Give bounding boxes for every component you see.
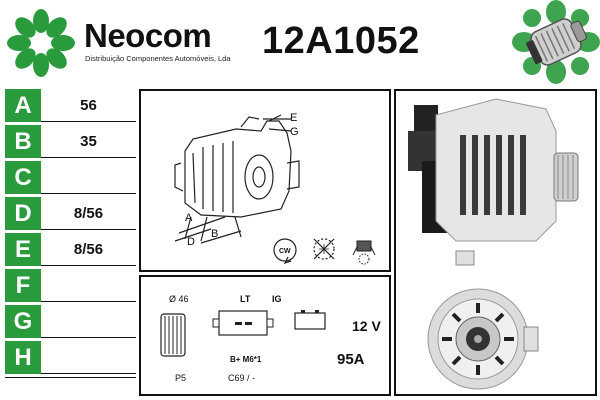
dim-letter: D	[5, 197, 41, 230]
diagram-label-b: B	[211, 228, 218, 240]
brand-name: Neocom	[84, 17, 212, 54]
cw-rotation-icon: CW	[273, 238, 297, 265]
fan-cross-icon	[313, 238, 335, 260]
pulley-icon	[160, 313, 186, 357]
dim-value	[41, 269, 136, 302]
dim-value	[41, 305, 136, 338]
pulley-type: P5	[175, 373, 187, 383]
alternator-line-drawing: A B D E G CW	[174, 112, 376, 265]
connector-left-label: LT	[240, 294, 251, 304]
dim-row-f: F	[5, 269, 136, 302]
code: C69 / -	[228, 373, 256, 383]
dim-row-c: C	[5, 161, 136, 194]
dim-value: 8/56	[41, 197, 136, 230]
battery-icon	[294, 310, 326, 330]
dim-letter: C	[5, 161, 41, 194]
diagram-label-a: A	[185, 212, 193, 224]
diagram-panel: A B D E G CW	[139, 89, 391, 272]
dim-row-a: A 56	[5, 89, 136, 122]
photo-panel	[394, 89, 597, 396]
dim-letter: H	[5, 341, 41, 374]
alternator-front-photo	[427, 250, 539, 390]
brand-subtitle: Distribuição Componentes Automóveis, Lda	[85, 54, 231, 63]
part-number: 12A1052	[262, 20, 420, 62]
dim-value: 8/56	[41, 233, 136, 266]
connector-icon	[212, 310, 274, 336]
neocom-logo-icon	[7, 9, 75, 77]
terminals: B+ M6*1	[230, 355, 262, 364]
dim-row-h: H	[5, 341, 136, 374]
cw-label: CW	[279, 248, 291, 255]
dim-row-g: G	[5, 305, 136, 338]
diagram-label-e: E	[290, 112, 297, 124]
specs-panel: Ø 46 P5 LT IG 12 V B+ M6*1 95A C69 / -	[139, 275, 391, 396]
dim-row-b: B 35	[5, 125, 136, 158]
alternator-side-photo	[408, 98, 579, 242]
dim-letter: F	[5, 269, 41, 302]
dim-value: 35	[41, 125, 136, 158]
dim-footer	[5, 377, 136, 396]
alternator-photos	[408, 98, 579, 390]
dimension-table: A 56 B 35 C D 8/56 E 8/56 F G H	[5, 89, 136, 396]
dim-letter: E	[5, 233, 41, 266]
dim-letter: B	[5, 125, 41, 158]
dim-row-d: D 8/56	[5, 197, 136, 230]
voltage: 12 V	[352, 318, 381, 334]
connector-right-label: IG	[272, 294, 282, 304]
alternator-3d-icon	[512, 0, 600, 84]
diagram-label-d: D	[187, 236, 195, 248]
diagram-label-g: G	[290, 126, 299, 138]
dim-value	[41, 341, 136, 374]
dim-row-e: E 8/56	[5, 233, 136, 266]
amperage: 95A	[337, 351, 365, 368]
regulator-icon	[352, 240, 376, 265]
pulley-diameter: Ø 46	[169, 294, 189, 304]
dim-letter: A	[5, 89, 41, 122]
dim-value: 56	[41, 89, 136, 122]
dim-letter: G	[5, 305, 41, 338]
dim-value	[41, 161, 136, 194]
